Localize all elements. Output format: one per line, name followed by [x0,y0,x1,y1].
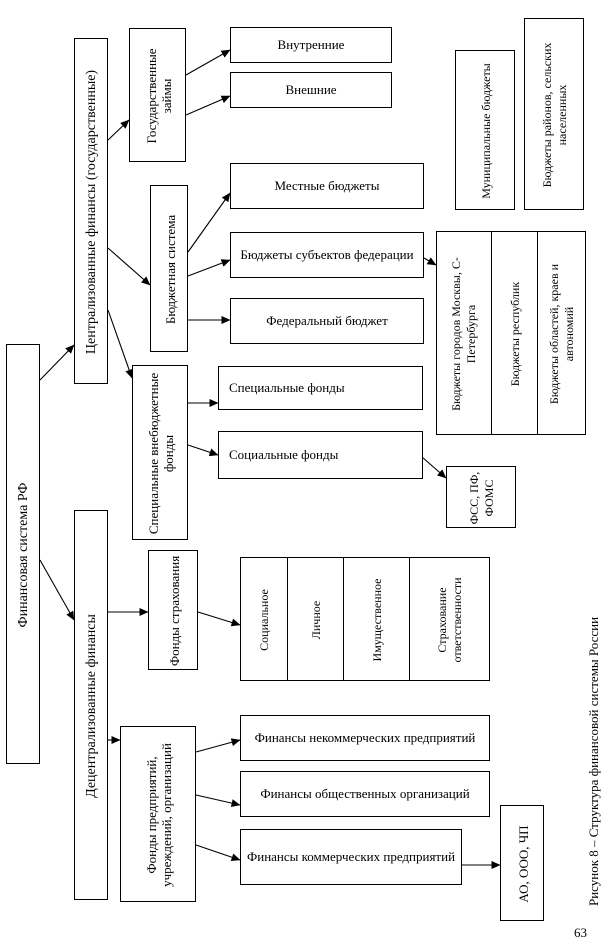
district-budgets-label: Бюджеты районов, сельских населенных [540,42,569,188]
loans-external-box: Внешние [230,72,392,108]
insurance-type-property: Имущественное [369,578,384,662]
root-label: Финансовая система РФ [16,482,31,628]
commercial-finance-box: Финансы коммерческих предприятий [240,829,462,885]
offbudget-funds-label: Специальные внебюджетные фонды [146,372,176,535]
page-number: 63 [574,925,587,940]
legal-forms-label: АО, ООО, ЧП [515,825,531,903]
insurance-type-personal: Личное [308,600,323,640]
decentralized-box: Децентрализованные финансы [74,510,108,900]
subject-budget-cell: Бюджеты республик [491,232,538,434]
loans-internal-box: Внутренние [230,27,392,63]
offbudget-funds-box: Специальные внебюджетные фонды [132,365,188,540]
subject-budgets-table: Бюджеты городов Москвы, С- Петербурга Бю… [436,231,586,435]
arrow-central-offbudget [107,309,133,379]
insurance-funds-box: Фонды страхования [148,550,198,670]
figure-caption: Рисунок 8 – Структура финансовой системы… [586,616,601,906]
budget-system-label: Бюджетная система [162,214,178,325]
social-funds-box: Социальные фонды [218,431,423,479]
budget-system-box: Бюджетная система [150,185,188,352]
arrow-central-budget [107,247,151,286]
social-funds-list-box: ФСС, ПФ, ФОМС [446,466,516,528]
insurance-type-social: Социальное [256,589,271,651]
insurance-types-table: Социальное Личное Имущественное Страхова… [240,557,490,681]
federal-budget-box: Федеральный бюджет [230,298,424,344]
insurance-type-cell: Страхование ответственности [409,558,490,680]
arrow-loans-internal [185,49,231,76]
insurance-type-cell: Личное [287,558,344,680]
public-org-finance-box: Финансы общественных организаций [240,771,490,817]
loans-box: Государственные займы [129,28,186,162]
legal-forms-box: АО, ООО, ЧП [500,805,544,921]
decentralized-label: Децентрализованные финансы [84,614,99,798]
arrow-enterprise-public [195,794,241,808]
arrow-budget-local [187,192,231,253]
social-funds-list-label: ФСС, ПФ, ФОМС [467,471,496,525]
arrow-subjects-table [423,257,437,266]
arrow-root-decentralized [39,559,75,621]
arrow-budget-subjects [187,259,231,277]
arrow-root-centralized [39,344,75,381]
subject-budgets-box: Бюджеты субъектов федерации [230,232,424,278]
loans-label: Государственные займы [143,48,174,144]
insurance-funds-label: Фонды страхования [166,555,182,667]
subject-budget-republics: Бюджеты республик [507,281,522,387]
enterprise-funds-label: Фонды предприятий, учреждений, организац… [144,743,174,887]
subject-budget-regions: Бюджеты областей, краев и автономий [547,263,576,405]
arrow-central-loans [107,119,130,141]
subject-budget-cell: Бюджеты городов Москвы, С- Петербурга [437,232,491,434]
arrow-social-list [421,456,447,479]
noncommercial-finance-box: Финансы некоммерческих предприятий [240,715,490,761]
insurance-type-cell: Имущественное [343,558,410,680]
special-funds-box: Специальные фонды [218,366,423,410]
municipal-budgets-box: Муниципальные бюджеты [455,50,515,210]
root-box: Финансовая система РФ [6,344,40,764]
centralized-label: Централизованные финансы (государственны… [84,69,99,355]
arrow-insurance-types [197,611,241,627]
local-budgets-box: Местные бюджеты [230,163,424,209]
enterprise-funds-box: Фонды предприятий, учреждений, организац… [120,726,196,902]
subject-budget-cell: Бюджеты областей, краев и автономий [537,232,586,434]
insurance-type-cell: Социальное [241,558,287,680]
arrow-offbudget-social [187,444,219,457]
municipal-budgets-label: Муниципальные бюджеты [478,63,493,199]
arrow-loans-external [185,95,231,116]
arrow-enterprise-commercial [195,844,241,862]
insurance-type-liability: Страхование ответственности [435,577,464,663]
arrow-enterprise-noncommercial [195,738,241,753]
district-budgets-box: Бюджеты районов, сельских населенных [524,18,584,210]
subject-budget-moscow: Бюджеты городов Москвы, С- Петербурга [449,257,478,411]
centralized-box: Централизованные финансы (государственны… [74,38,108,384]
